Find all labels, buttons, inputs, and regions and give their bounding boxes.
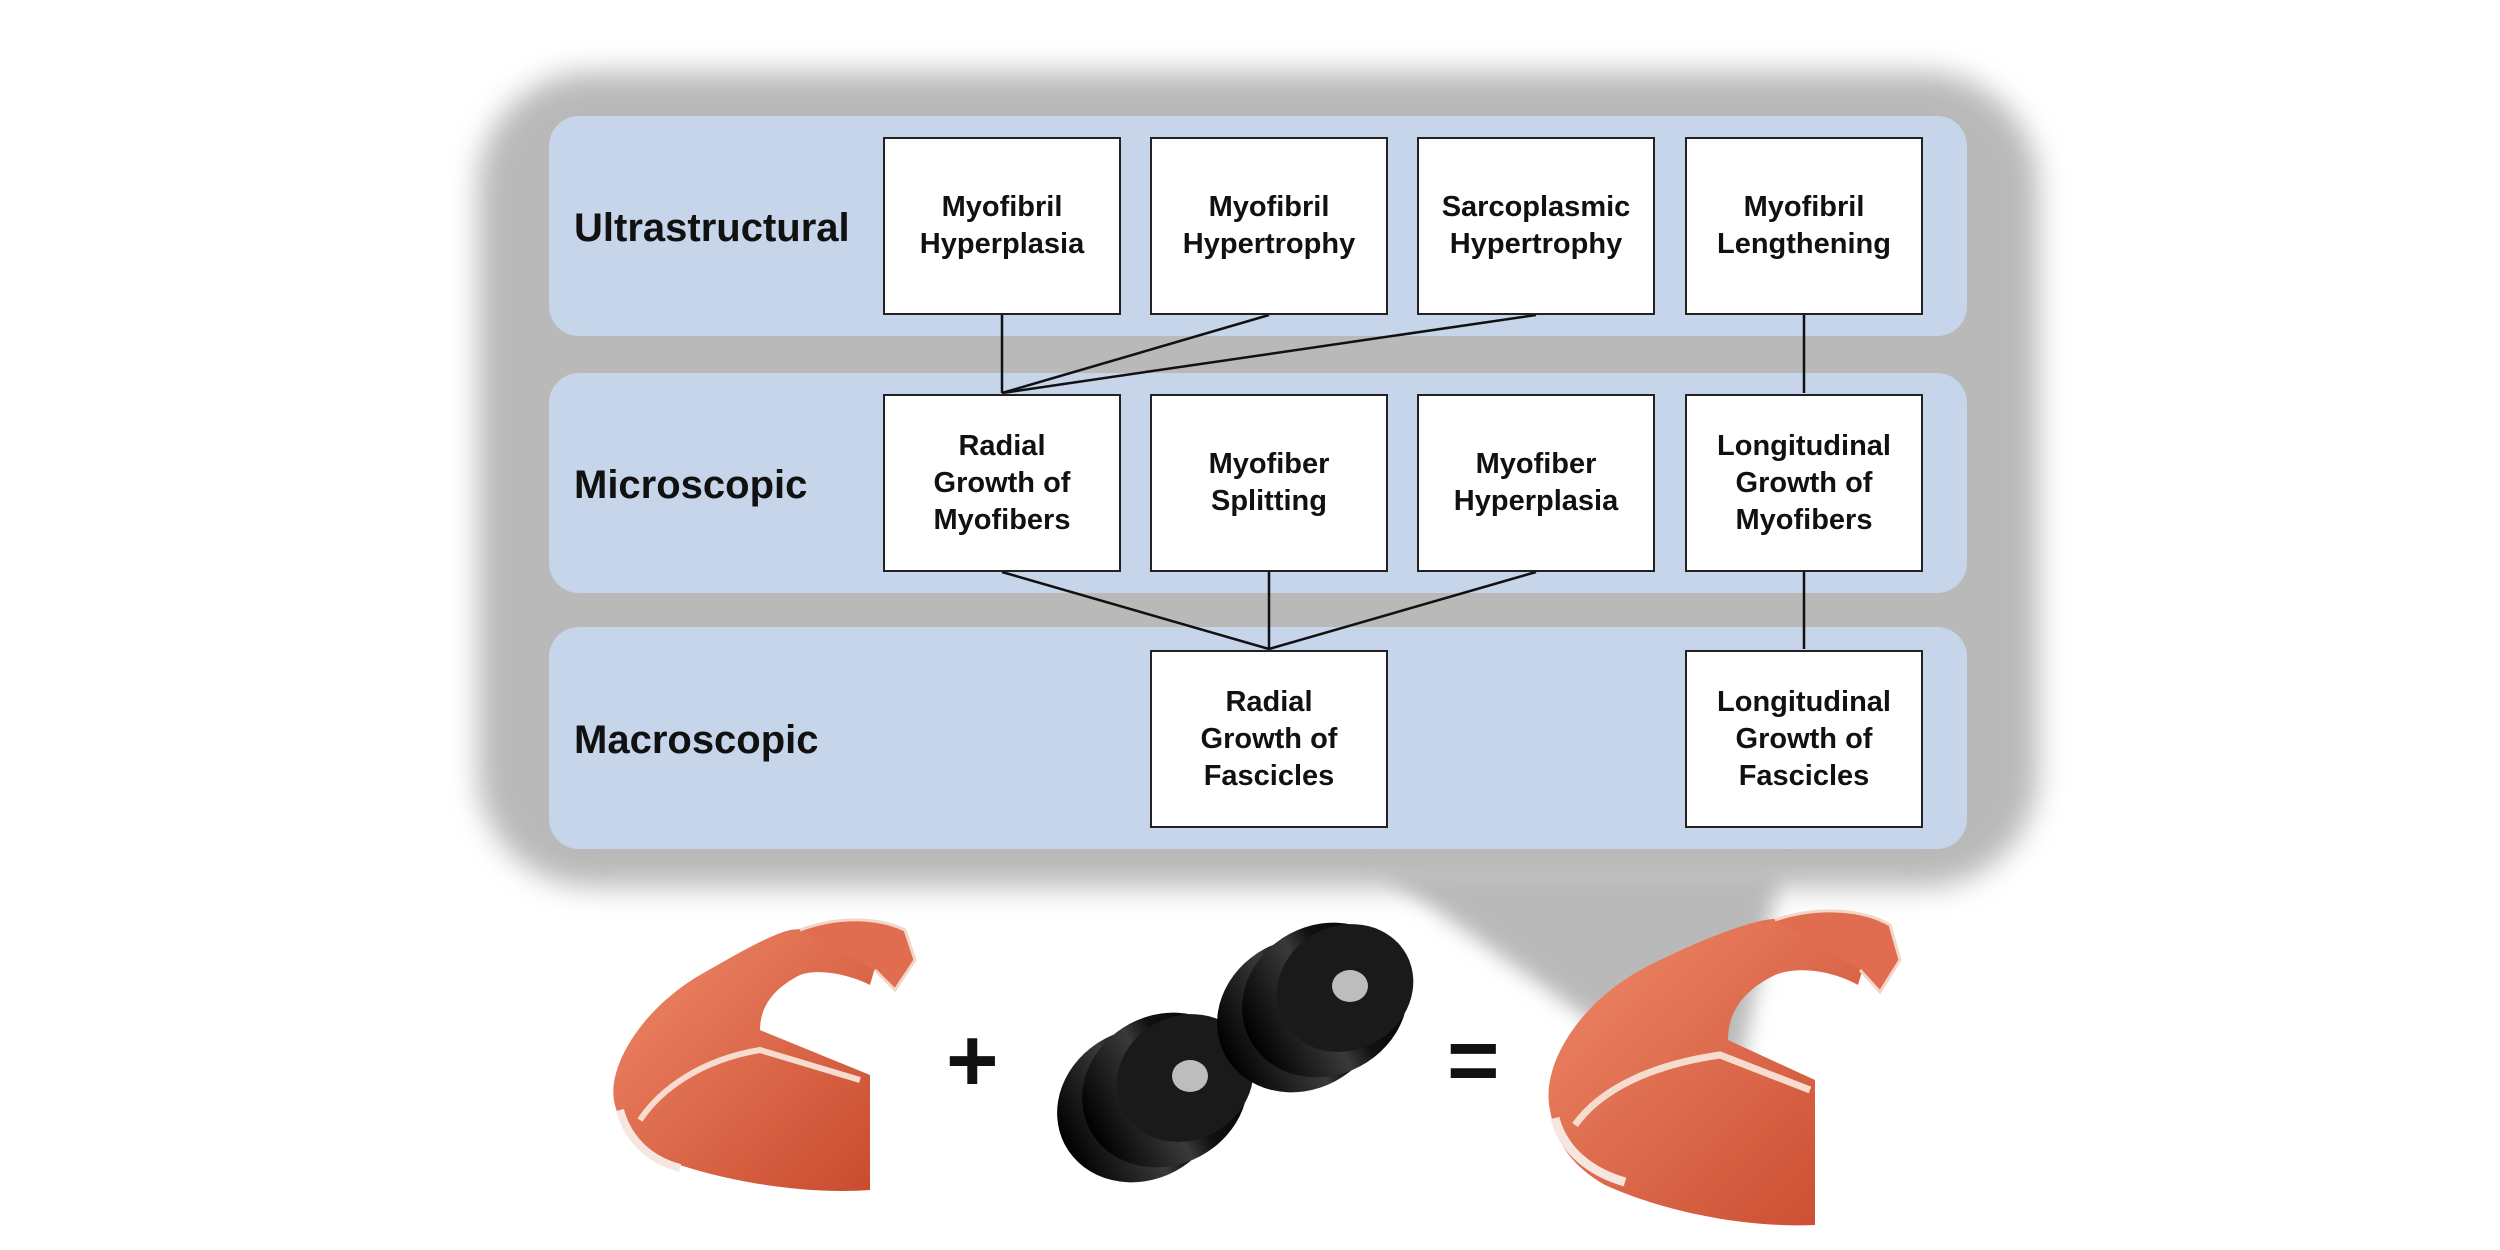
- connector-line: [1001, 313, 1270, 395]
- box-radial-growth-fascicles: Radial Growth of Fascicles: [1150, 650, 1388, 828]
- box-myofibril-hypertrophy: Myofibril Hypertrophy: [1150, 137, 1388, 315]
- muscle-shape: [613, 928, 880, 1191]
- connector-line: [1268, 570, 1537, 651]
- level-label-macroscopic: Macroscopic: [574, 718, 819, 762]
- box-myofibril-lengthening: Myofibril Lengthening: [1685, 137, 1923, 315]
- box-myofiber-hyperplasia: Myofiber Hyperplasia: [1417, 394, 1655, 572]
- connector-line: [1001, 570, 1270, 651]
- connector-line: [1001, 313, 1537, 395]
- box-myofibril-hyperplasia: Myofibril Hyperplasia: [883, 137, 1121, 315]
- equals-sign: =: [1447, 1011, 1500, 1111]
- level-label-microscopic: Microscopic: [574, 463, 808, 507]
- box-longitudinal-growth-myofibers: Longitudinal Growth of Myofibers: [1685, 394, 1923, 572]
- box-sarcoplasmic-hypertrophy: Sarcoplasmic Hypertrophy: [1417, 137, 1655, 315]
- arm-after-icon: [1548, 909, 1902, 1226]
- box-radial-growth-myofibers: Radial Growth of Myofibers: [883, 394, 1121, 572]
- muscle-shape: [1548, 918, 1870, 1226]
- arm-before-icon: [613, 918, 917, 1191]
- plus-sign: +: [946, 1011, 999, 1111]
- box-myofiber-splitting: Myofiber Splitting: [1150, 394, 1388, 572]
- level-label-ultrastructural: Ultrastructural: [574, 206, 850, 250]
- dumbbell-icon: [1057, 922, 1414, 1183]
- box-longitudinal-growth-fascicles: Longitudinal Growth of Fascicles: [1685, 650, 1923, 828]
